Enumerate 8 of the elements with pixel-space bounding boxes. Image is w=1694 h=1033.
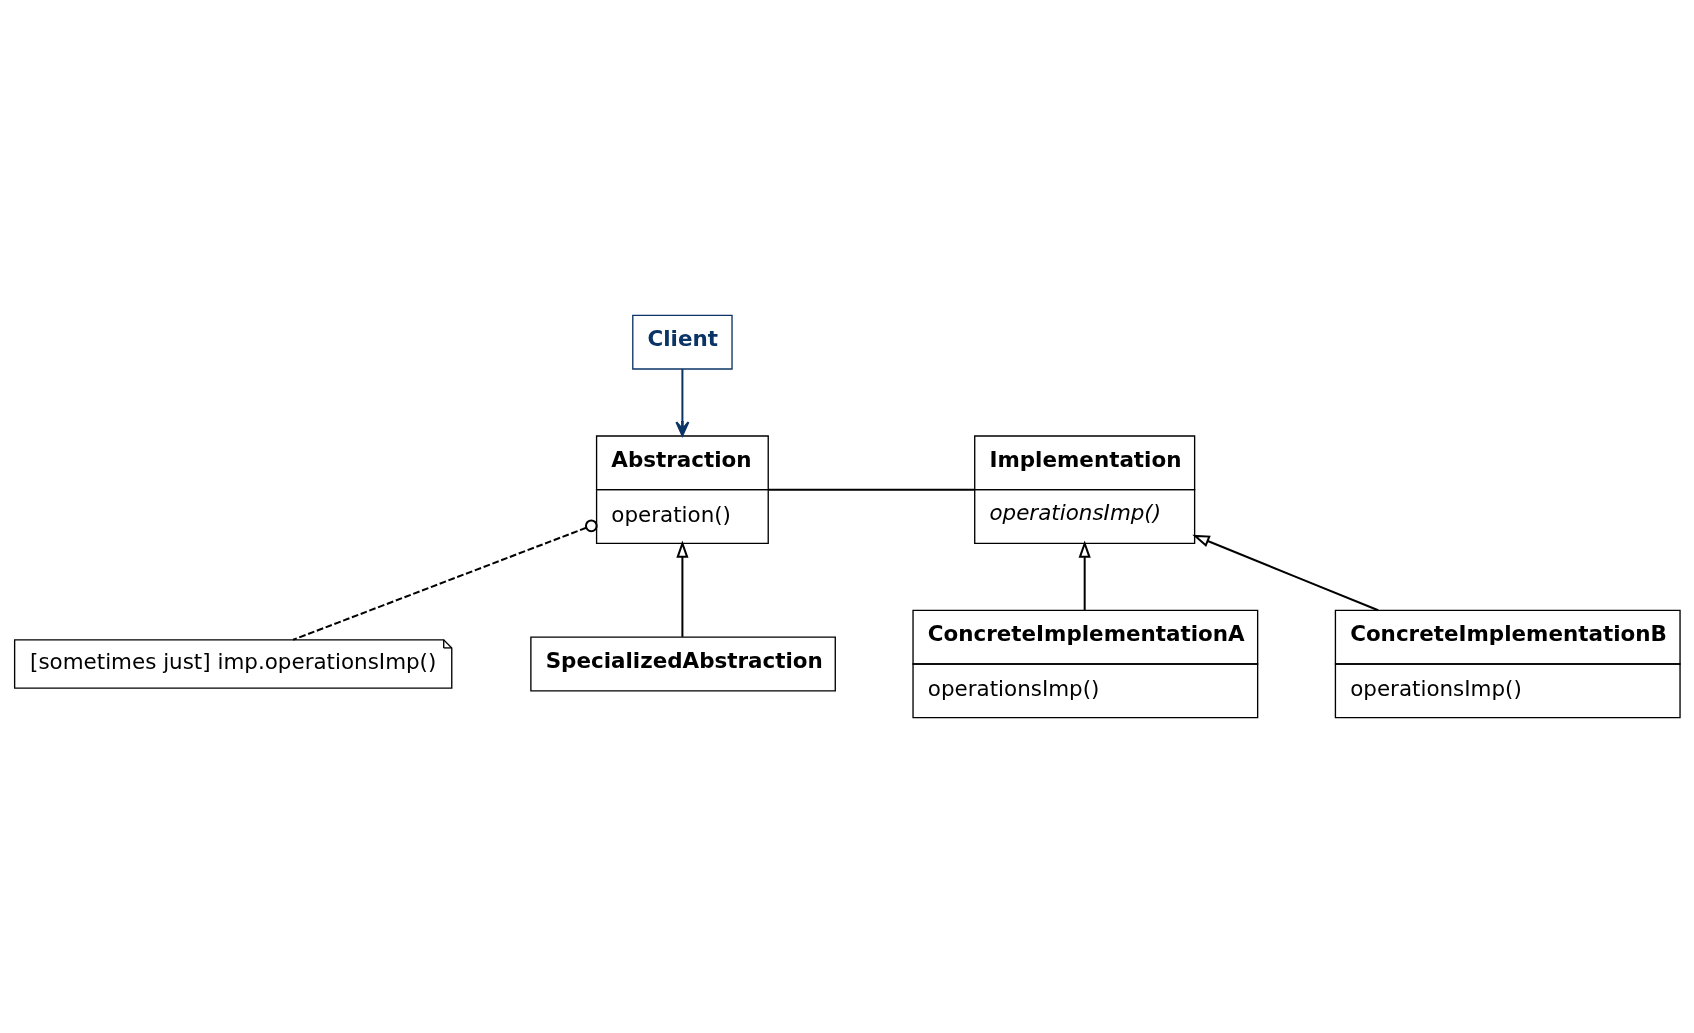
arrow [675, 369, 690, 437]
arrow [1192, 534, 1379, 612]
connector [768, 488, 975, 491]
node-box: SpecializedAbstraction [530, 636, 836, 692]
arrow [1078, 540, 1091, 610]
node-box: Client [632, 314, 733, 370]
connector [292, 519, 598, 641]
arrow [676, 540, 689, 637]
